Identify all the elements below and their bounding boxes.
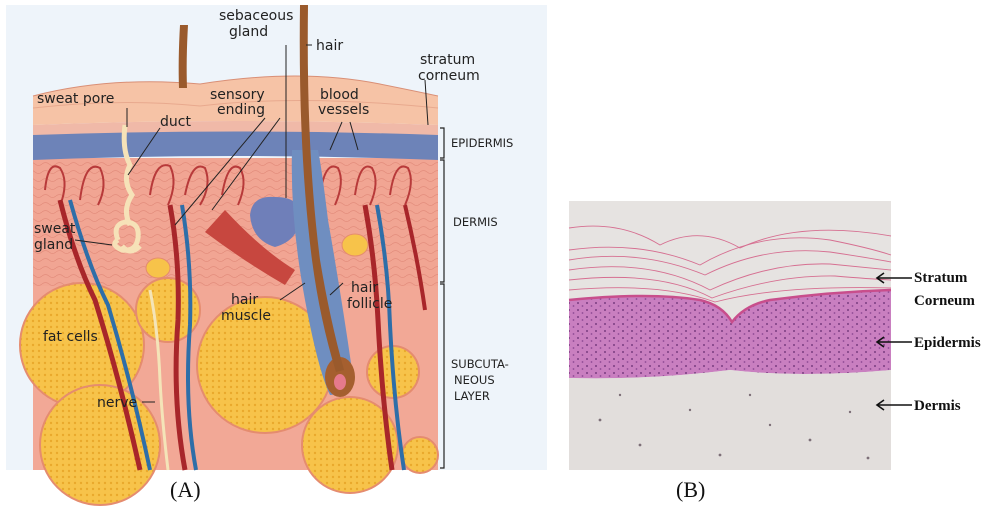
panel-a-skin-diagram: sebaceous gland hair stratum corneum swe…	[6, 5, 547, 505]
hair-shaft-left	[179, 25, 188, 88]
caption-a: (A)	[170, 477, 201, 502]
label-fat-cells: fat cells	[43, 329, 98, 345]
label-b-dermis: Dermis	[914, 398, 961, 414]
label-sebaceous-line1: sebaceous	[219, 8, 293, 24]
histology-dermis	[569, 370, 891, 470]
label-hair-muscle-line1: hair	[231, 292, 258, 308]
label-b-stratum-line1: Stratum	[914, 270, 968, 286]
label-epidermis: EPIDERMIS	[451, 136, 513, 150]
label-b-epidermis: Epidermis	[914, 335, 981, 351]
label-hair-follicle-line1: hair	[351, 280, 378, 296]
label-sebaceous-line2: gland	[229, 24, 268, 40]
label-subcut-line2: NEOUS	[454, 373, 495, 387]
label-dermis: DERMIS	[453, 215, 498, 229]
label-sensory-line1: sensory	[210, 87, 265, 103]
label-sensory-line2: ending	[217, 102, 265, 118]
panel-b-labels: Stratum Corneum Epidermis Dermis	[914, 270, 981, 414]
label-blood-line2: vessels	[318, 102, 369, 118]
label-hair-follicle-line2: follicle	[347, 296, 392, 312]
caption-b: (B)	[676, 477, 705, 502]
label-sweat-pore: sweat pore	[37, 91, 114, 107]
label-blood-line1: blood	[320, 87, 359, 103]
label-stratum-line2: corneum	[418, 68, 480, 84]
label-b-stratum-line2: Corneum	[914, 293, 975, 309]
label-sweat-line2: gland	[34, 237, 73, 253]
label-hair: hair	[316, 38, 343, 54]
panel-b-histology: Stratum Corneum Epidermis Dermis (B)	[569, 201, 981, 502]
label-stratum-line1: stratum	[420, 52, 475, 68]
label-nerve: nerve	[97, 395, 137, 411]
label-subcut-line1: SUBCUTA-	[451, 357, 509, 371]
label-subcut-line3: LAYER	[454, 389, 490, 403]
label-sweat-line1: sweat	[34, 221, 76, 237]
label-duct: duct	[160, 114, 191, 130]
label-hair-muscle-line2: muscle	[221, 308, 271, 324]
